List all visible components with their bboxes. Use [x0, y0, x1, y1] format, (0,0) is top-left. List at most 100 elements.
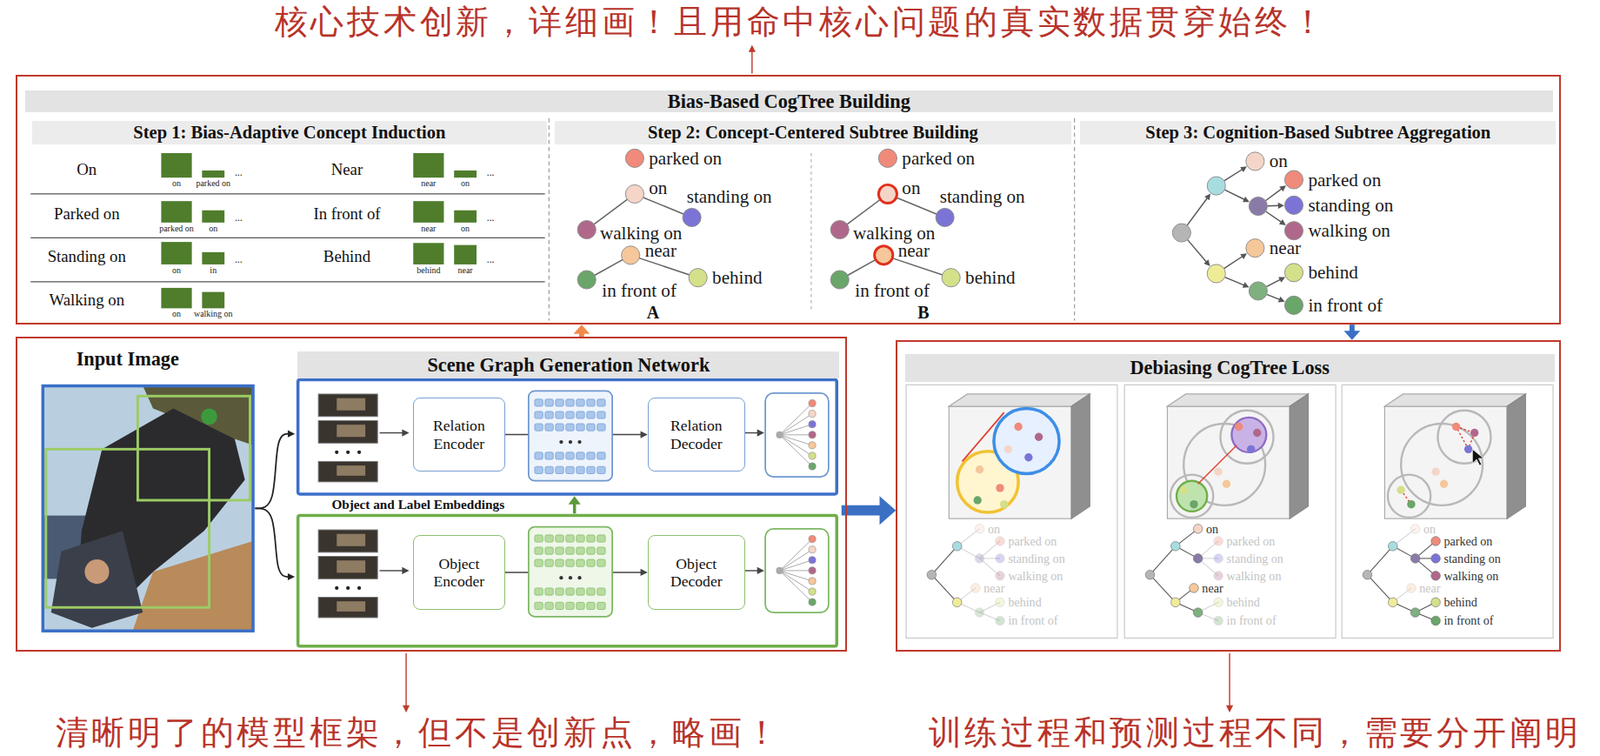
module-arrow-head	[401, 428, 409, 436]
tree-arrow-head	[1242, 281, 1250, 288]
feature-cell	[597, 534, 606, 542]
tree-branch	[1366, 546, 1393, 575]
leader-arrow-shaft	[1228, 653, 1230, 707]
feature-cell	[534, 466, 543, 474]
feature-cell	[545, 452, 554, 460]
histogram-bar	[160, 287, 192, 308]
tree-node	[1248, 196, 1267, 215]
module-arrow-head	[757, 566, 765, 574]
thumbnail-detail	[336, 465, 366, 476]
tree-arrow	[1266, 211, 1287, 226]
cube-top	[1166, 393, 1308, 407]
tree-arrow	[1224, 253, 1247, 268]
tree-branch	[1150, 546, 1176, 575]
bar-label: behind	[416, 265, 440, 275]
arrow-head	[640, 568, 648, 576]
relation-branch-box	[298, 380, 838, 494]
leader-arrow-shaft	[751, 49, 753, 74]
tree-node	[1284, 263, 1303, 282]
output-branch	[780, 424, 814, 435]
module-arrow-shaft	[380, 569, 405, 571]
tree-label: walking on	[1226, 568, 1282, 583]
ellipsis-dot	[334, 450, 339, 454]
feature-cell	[597, 411, 606, 419]
histogram-bar	[453, 245, 477, 265]
embedding-dot	[1440, 480, 1448, 488]
embedding-dot	[1222, 480, 1231, 488]
leader-arrow	[1226, 653, 1234, 713]
tree-node	[1388, 541, 1399, 552]
output-branch	[780, 560, 814, 571]
thumbnail	[318, 596, 378, 617]
feature-cell	[576, 466, 585, 474]
tree-label: standing on	[1443, 551, 1500, 566]
tree-node	[935, 207, 954, 227]
feature-cell	[534, 534, 543, 542]
tree-branch	[1150, 574, 1176, 603]
tree-node	[1410, 524, 1420, 534]
feature-cell	[597, 466, 606, 474]
tree-node	[1431, 536, 1441, 547]
tree-label: in front of	[1226, 613, 1277, 627]
output-root	[775, 566, 783, 574]
feature-cell	[555, 452, 564, 460]
arrow-label: Object and Label Embeddings	[331, 496, 505, 513]
feature-cell	[576, 587, 585, 595]
tree-arrow-shaft	[1266, 279, 1281, 287]
tree-label: on	[648, 177, 667, 199]
tree-label: standing on	[940, 186, 1026, 207]
panel-divider	[548, 118, 550, 320]
tree-label: walking on	[1307, 220, 1390, 241]
output-dot	[808, 431, 816, 439]
embedding-dot	[1406, 500, 1415, 508]
module-box: Relation Decoder	[647, 397, 746, 471]
embedding-dot	[1180, 486, 1188, 494]
output-root	[775, 431, 783, 439]
thumbnail	[318, 556, 378, 580]
histogram-bar	[413, 153, 444, 178]
annotation: 清晰明了的模型框架，但不是创新点，略画！	[55, 716, 782, 750]
panel-heading: Step 3: Cognition-Based Subtree Aggregat…	[1080, 120, 1556, 145]
tree-label: in front of	[854, 280, 930, 301]
module-box: Object Encoder	[413, 534, 506, 611]
thumbnail-detail	[336, 424, 366, 437]
panel-heading: Step 2: Concept-Centered Subtree Buildin…	[554, 120, 1072, 145]
subfigure-label: A	[646, 302, 660, 323]
bar-label: ...	[486, 212, 495, 224]
tree-node	[1213, 615, 1224, 626]
thumbnail-detail	[336, 533, 366, 547]
tree-branch	[931, 574, 957, 603]
tree-arrow-shaft	[1224, 189, 1246, 200]
tree-node	[1431, 615, 1441, 626]
tree-node	[1246, 239, 1265, 258]
feature-cell	[597, 399, 606, 407]
module-arrow-head	[401, 566, 409, 574]
embedding-arrow	[568, 495, 581, 514]
cube-front	[948, 406, 1072, 519]
cluster-circle	[1176, 480, 1207, 512]
table-rule	[30, 193, 545, 194]
embedding-dot	[1004, 445, 1013, 454]
row-label: Standing on	[47, 246, 127, 267]
panel-divider	[1073, 118, 1075, 320]
feature-cell	[566, 601, 574, 609]
output-branch	[780, 570, 814, 602]
tree-label: behind	[712, 266, 762, 288]
input-arrow-head	[287, 430, 295, 438]
cube-front	[1166, 406, 1290, 519]
tree-node	[577, 220, 596, 239]
leader-arrow	[402, 653, 410, 713]
tree-arrow-shaft	[1224, 255, 1244, 269]
histogram-bar	[160, 153, 192, 178]
feature-cell	[545, 534, 554, 542]
tree-node	[995, 553, 1006, 564]
tree-label: behind	[1443, 594, 1477, 609]
module-box: Object Decoder	[647, 534, 746, 611]
embedding-dot	[1431, 466, 1440, 475]
tree-label: near	[983, 580, 1005, 595]
bar-label: on	[172, 265, 181, 275]
feature-cell	[586, 534, 595, 542]
feature-cell	[534, 423, 543, 431]
tree-label: on	[987, 521, 1000, 536]
ellipsis-dot	[334, 586, 339, 590]
